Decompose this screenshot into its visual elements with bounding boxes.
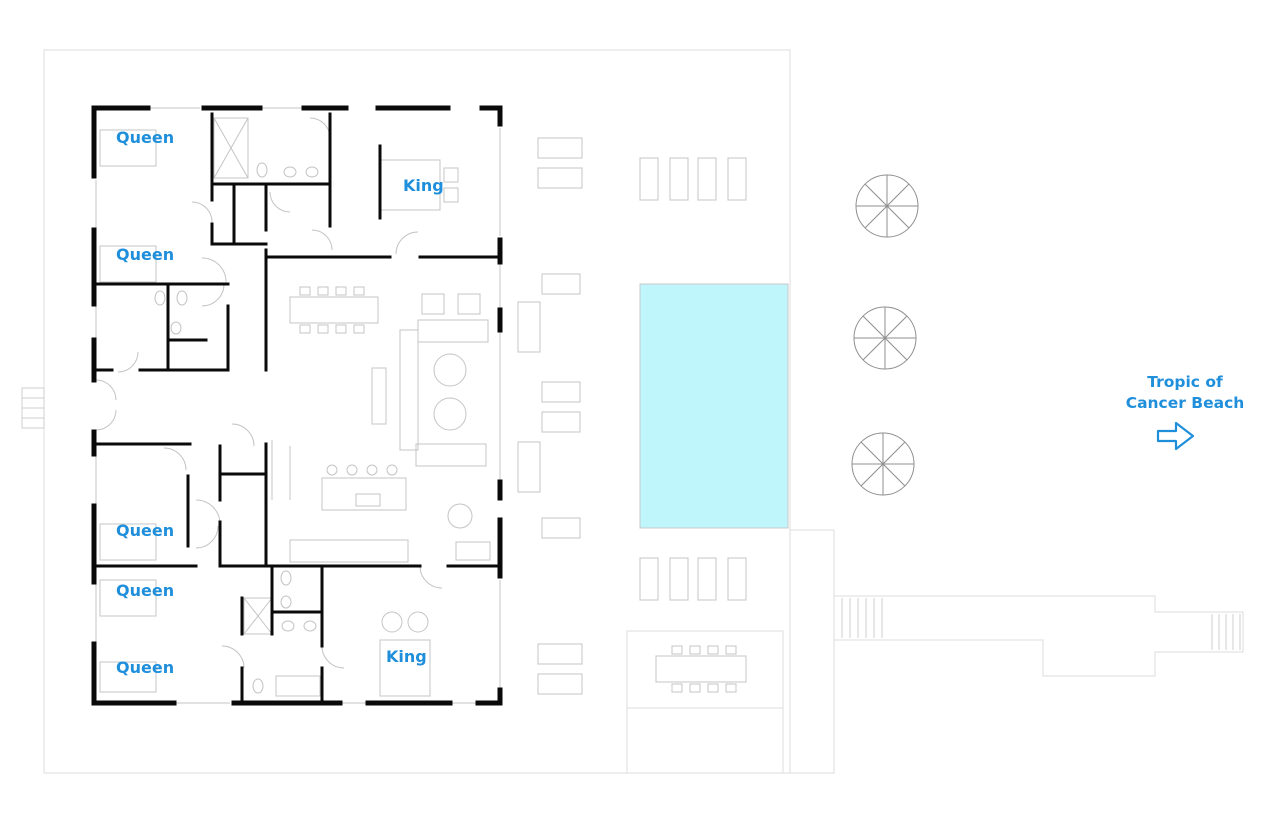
room-label-king-1: King <box>403 176 444 195</box>
room-label-queen-4: Queen <box>116 581 175 600</box>
walls <box>91 105 503 706</box>
room-label-queen-1: Queen <box>116 128 175 147</box>
interior-walls <box>94 112 502 702</box>
beach-label-line-1: Tropic of <box>1147 373 1223 391</box>
furniture-lines <box>95 107 501 704</box>
property-outline <box>21 49 1244 774</box>
room-label-queen-2: Queen <box>116 245 175 264</box>
room-label-queen-5: Queen <box>116 658 175 677</box>
room-label-queen-3: Queen <box>116 521 175 540</box>
right-arrow-icon <box>1156 421 1195 451</box>
beach-label-line-2: Cancer Beach <box>1125 394 1245 412</box>
beach-label: Tropic of Cancer Beach <box>1105 372 1265 414</box>
sun-loungers <box>517 137 747 695</box>
room-label-king-2: King <box>386 647 427 666</box>
pool <box>639 283 789 529</box>
beach-umbrellas <box>851 174 919 496</box>
